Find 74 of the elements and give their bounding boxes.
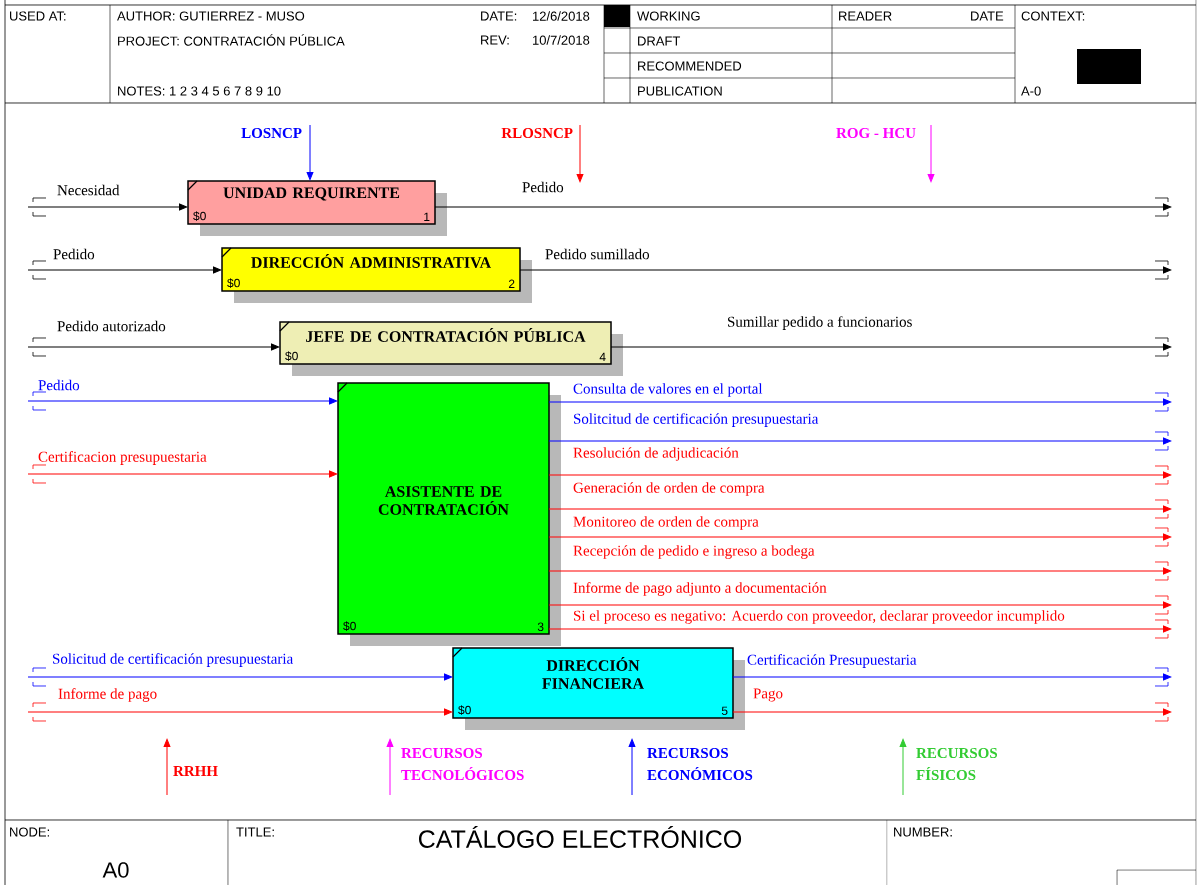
arrow [27,203,188,211]
edge-label: Solicitud de certificación presupuestaria [53,653,293,667]
edge-label: Informe de pago adjunto a documentación [573,582,827,596]
arrow [732,673,1172,681]
form-label: NODE: [10,827,49,837]
arrow [548,471,1172,479]
arrow [732,708,1172,716]
process-box: DIRECCIÓN ADMINISTRATIVA $0 2 [221,247,521,292]
process-box: DIRECCIÓN FINANCIERA $0 5 [452,647,734,719]
control-label: ROG - HCU [836,127,916,139]
arrow [519,266,1172,274]
edge-label: Certificacion presupuestaria [38,451,207,465]
mechanism-label: RECURSOS ECONÓMICOS [647,748,753,781]
form-label: CONTEXT: [1021,11,1085,21]
arrow [548,398,1172,406]
arrow [306,124,314,181]
arrow [548,601,1172,609]
arrow [27,343,280,351]
form-value: 12/6/2018 [533,11,590,21]
edge-label: Si el proceso es negativo: Acuerdo con proveedor, declarar proveedor incumplido [574,610,1065,624]
edge-label: Informe de pago [58,688,157,702]
mechanism-label: RECURSOS TECNOLÓGICOS [401,748,524,781]
form-label: PROJECT: CONTRATACIÓN PÚBLICA [118,34,345,46]
diagram-title: CATÁLOGO ELECTRÓNICO [419,826,742,848]
process-box: JEFE DE CONTRATACIÓN PÚBLICA $0 4 [279,321,612,365]
form-label: AUTHOR: GUTIERREZ - MUSO [117,11,305,21]
status-label: DRAFT [638,36,681,46]
edge-label: Pago [753,688,783,702]
edge-label: Recepción de pedido e ingreso a bodega [573,545,815,559]
edge-label: Consulta de valores en el portal [573,383,763,397]
arrow [548,505,1172,513]
edge-label: Generación de orden de compra [573,482,765,496]
arrow [27,708,453,716]
edge-label: Necesidad [57,184,120,196]
form-value: 10/7/2018 [533,35,590,45]
form-label: NUMBER: [894,827,952,837]
form-label: NOTES: 1 2 3 4 5 6 7 8 9 10 [118,86,281,96]
arrow [27,673,453,681]
edge-label: LOSNCP [241,127,302,139]
edge-label: Pedido autorizado [57,320,166,332]
status-label: RECOMMENDED [638,61,742,71]
process-box: UNIDAD REQUIRENTE $0 1 [187,180,436,225]
edge-label: Pedido sumillado [545,248,650,260]
node-number: A0 [102,862,129,878]
status-label: WORKING [637,11,700,21]
form-label: DATE: [481,11,517,21]
arrow [434,203,1172,211]
arrow [610,343,1172,351]
arrow [548,437,1172,445]
arrow [27,397,338,405]
form-label: REV: [481,35,509,45]
form-label: DATE [971,11,1004,21]
edge-label: Pedido [53,248,95,260]
edge-label: Sumillar pedido a funcionarios [728,316,912,330]
edge-label: Solitcitud de certificación presupuestaria [574,413,819,427]
mechanism-label: RECURSOS FÍSICOS [916,748,998,781]
arrow [27,266,222,274]
edge-label: Pedido [38,379,80,391]
arrow [548,625,1172,633]
arrow [27,470,338,478]
edge-label: Certificación Presupuestaria [747,654,917,668]
mechanism-label: RRHH [173,766,218,776]
form-value: A-0 [1021,86,1041,96]
edge-label: Resolución de adjudicación [573,447,739,461]
status-label: PUBLICATION [638,86,722,96]
form-label: USED AT: [10,11,66,21]
arrow [548,533,1172,541]
form-label: READER [839,11,892,21]
form-label: TITLE: [236,827,274,837]
control-label: RLOSNCP [501,127,573,139]
edge-label: Pedido [522,181,564,193]
edge-label: Monitoreo de orden de compra [573,516,759,530]
process-box: ASISTENTE DE CONTRATACIÓN $0 3 [337,382,550,635]
arrow [548,567,1172,575]
